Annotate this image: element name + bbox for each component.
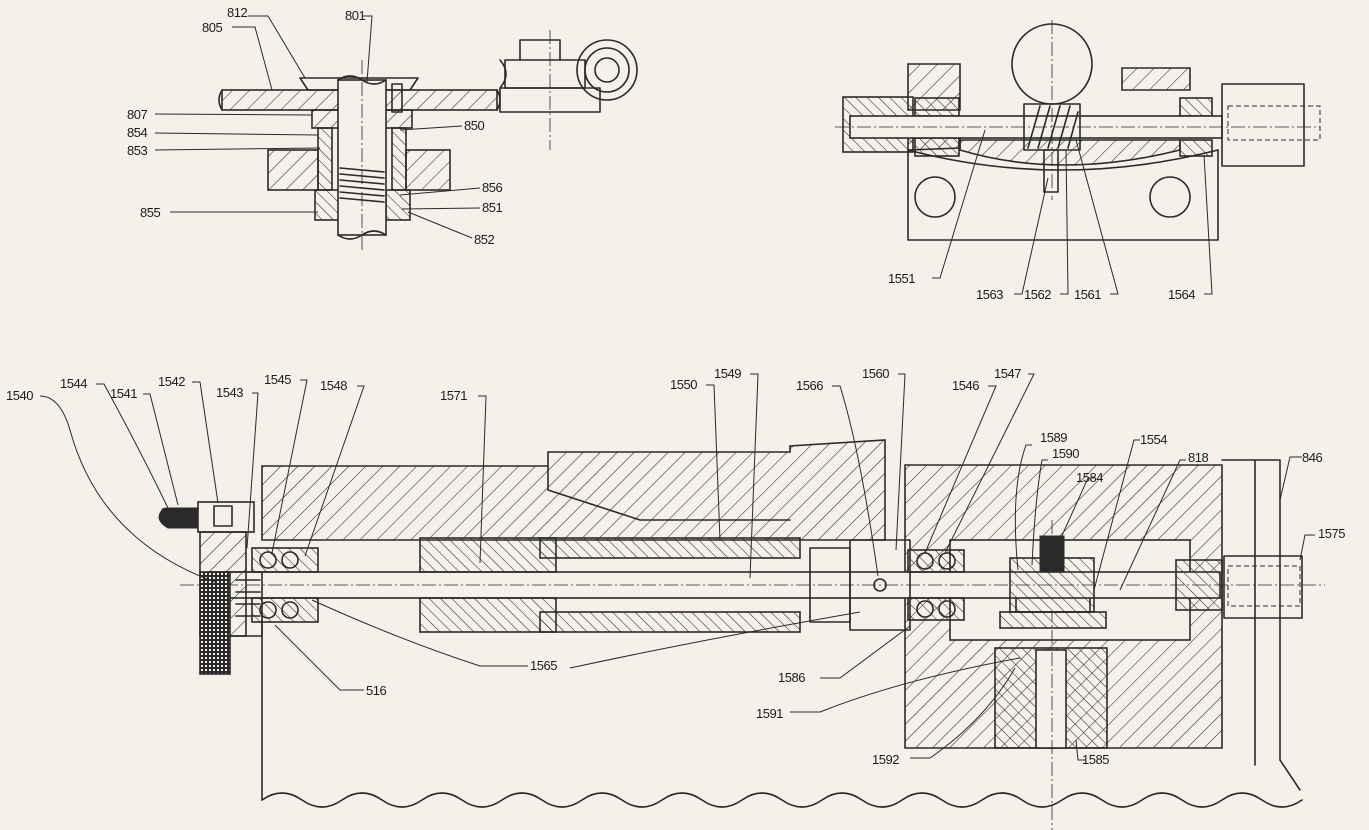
callout-805: 805 — [202, 20, 222, 35]
callout-1549: 1549 — [714, 366, 741, 381]
callout-labels: 801 812 805 807 854 853 850 856 855 851 … — [6, 5, 1346, 767]
crank-handle — [158, 507, 199, 529]
callout-1584: 1584 — [1076, 470, 1103, 485]
callout-1544: 1544 — [60, 376, 87, 391]
callout-854: 854 — [127, 125, 147, 140]
callout-1545: 1545 — [264, 372, 291, 387]
callout-855: 855 — [140, 205, 160, 220]
callout-1560: 1560 — [862, 366, 889, 381]
view-feed-assembly — [39, 373, 1325, 830]
callout-1541: 1541 — [110, 386, 137, 401]
shaft-threads — [339, 167, 385, 203]
callout-1548: 1548 — [320, 378, 347, 393]
callout-801: 801 — [345, 8, 365, 23]
callout-807: 807 — [127, 107, 147, 122]
callout-812: 812 — [227, 5, 247, 20]
callout-1542: 1542 — [158, 374, 185, 389]
callout-1565: 1565 — [530, 658, 557, 673]
callout-1562: 1562 — [1024, 287, 1051, 302]
callout-1575: 1575 — [1318, 526, 1345, 541]
callout-1589: 1589 — [1040, 430, 1067, 445]
view-worm-section — [835, 20, 1321, 295]
callout-1561: 1561 — [1074, 287, 1101, 302]
callout-850: 850 — [464, 118, 484, 133]
callout-1540: 1540 — [6, 388, 33, 403]
callout-516: 516 — [366, 683, 386, 698]
callout-1543: 1543 — [216, 385, 243, 400]
callout-1566: 1566 — [796, 378, 823, 393]
callout-1563: 1563 — [976, 287, 1003, 302]
view-handwheel-section — [154, 15, 638, 250]
callout-1564: 1564 — [1168, 287, 1195, 302]
callout-846: 846 — [1302, 450, 1322, 465]
callout-1554: 1554 — [1140, 432, 1167, 447]
hub-cap — [299, 77, 419, 91]
callout-1590: 1590 — [1052, 446, 1079, 461]
callout-1591: 1591 — [756, 706, 783, 721]
callout-852: 852 — [474, 232, 494, 247]
callout-1550: 1550 — [670, 377, 697, 392]
callout-1551: 1551 — [888, 271, 915, 286]
callout-1592: 1592 — [872, 752, 899, 767]
callout-1585: 1585 — [1082, 752, 1109, 767]
housing-body — [261, 439, 886, 541]
knurled-dial — [199, 571, 231, 675]
callout-1547: 1547 — [994, 366, 1021, 381]
callout-818: 818 — [1188, 450, 1208, 465]
bushing-right — [391, 127, 407, 191]
callout-1586: 1586 — [778, 670, 805, 685]
callout-1571: 1571 — [440, 388, 467, 403]
callout-856: 856 — [482, 180, 502, 195]
callout-851: 851 — [482, 200, 502, 215]
callout-853: 853 — [127, 143, 147, 158]
callout-1546: 1546 — [952, 378, 979, 393]
bushing-left — [317, 127, 333, 191]
